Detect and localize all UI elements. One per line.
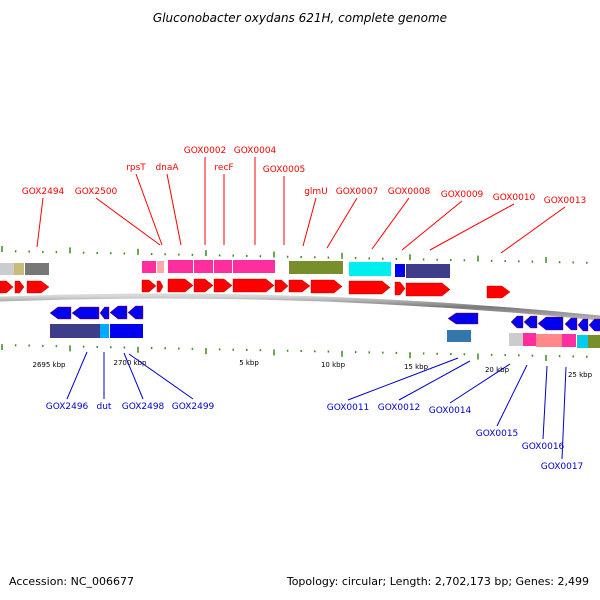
gene-label-reverse[interactable]: GOX2496 bbox=[46, 402, 89, 412]
feature-band-lower bbox=[50, 324, 600, 348]
gene-label-forward[interactable]: GOX0004 bbox=[234, 146, 277, 156]
forward-gene-arrow[interactable] bbox=[156, 280, 164, 293]
map-title: Gluconobacter oxydans 621H, complete gen… bbox=[153, 11, 447, 25]
leader-line bbox=[500, 206, 566, 254]
reverse-gene-arrow[interactable] bbox=[564, 317, 578, 331]
gene-label-forward[interactable]: glmU bbox=[304, 187, 328, 197]
gene-label-forward[interactable]: rpsT bbox=[126, 163, 146, 173]
forward-gene-arrow[interactable] bbox=[14, 280, 25, 294]
forward-gene-arrow[interactable] bbox=[348, 280, 391, 295]
kbp-label: 5 kbp bbox=[239, 359, 259, 367]
gene-label-reverse[interactable]: GOX0014 bbox=[429, 406, 472, 416]
forward-gene-arrow[interactable] bbox=[232, 278, 275, 293]
forward-gene-arrow[interactable] bbox=[274, 279, 289, 293]
gene-label-reverse[interactable]: GOX2498 bbox=[122, 402, 165, 412]
leader-line bbox=[371, 197, 410, 250]
gene-label-forward[interactable]: dnaA bbox=[155, 163, 179, 173]
gene-label-reverse[interactable]: GOX0012 bbox=[378, 403, 421, 413]
upper-gene-labels: GOX2494 GOX2500 rpsT dnaA GOX0002 recFGOX0004… bbox=[22, 146, 587, 254]
gene-label-reverse[interactable]: GOX2499 bbox=[172, 402, 215, 412]
reverse-gene-arrow[interactable] bbox=[537, 316, 564, 331]
forward-gene-arrow[interactable] bbox=[288, 279, 311, 293]
leader-line bbox=[398, 360, 471, 401]
forward-gene-arrow[interactable] bbox=[394, 281, 406, 296]
leader-line bbox=[326, 197, 358, 249]
gene-label-forward[interactable]: GOX0010 bbox=[493, 193, 536, 203]
gene-label-forward[interactable]: GOX0009 bbox=[441, 190, 484, 200]
leader-line bbox=[66, 351, 88, 400]
leader-line bbox=[36, 197, 44, 248]
reverse-gene-arrow[interactable] bbox=[49, 306, 72, 320]
genome-backbone bbox=[0, 293, 600, 321]
gene-label-forward[interactable]: GOX0007 bbox=[336, 187, 379, 197]
gene-label-forward[interactable]: GOX0013 bbox=[544, 196, 587, 206]
gene-label-reverse[interactable]: GOX0017 bbox=[541, 462, 584, 472]
leader-line bbox=[347, 357, 459, 401]
leader-line bbox=[561, 366, 567, 460]
reverse-gene-arrow[interactable] bbox=[577, 318, 589, 332]
leader-line bbox=[401, 200, 463, 251]
gene-label-forward[interactable]: GOX0002 bbox=[184, 146, 227, 156]
gene-label-reverse[interactable]: GOX0011 bbox=[327, 403, 370, 413]
reverse-gene-arrow[interactable] bbox=[510, 315, 524, 329]
leader-line bbox=[166, 173, 182, 246]
gene-label-reverse[interactable]: dut bbox=[97, 402, 112, 412]
kbp-label: 20 kbp bbox=[485, 366, 510, 374]
gene-label-reverse[interactable]: GOX0016 bbox=[522, 442, 565, 452]
forward-gene-arrow[interactable] bbox=[167, 278, 194, 293]
gene-label-forward[interactable]: recF bbox=[214, 163, 233, 173]
kbp-label: 2700 kbp bbox=[114, 359, 148, 367]
gene-label-forward[interactable]: GOX0008 bbox=[388, 187, 431, 197]
kbp-scale: 2695 kbp 2700 kbp 5 kbp 10 kbp 15 kbp 20 kbp 2… bbox=[33, 359, 593, 379]
feature-band-upper bbox=[0, 260, 450, 278]
leader-line bbox=[135, 173, 163, 246]
forward-gene-arrow[interactable] bbox=[141, 279, 157, 293]
tick-row-upper bbox=[1, 246, 588, 264]
forward-gene-arrow[interactable] bbox=[405, 282, 451, 297]
tick-row-lower bbox=[1, 344, 588, 361]
reverse-gene-arrow[interactable] bbox=[71, 306, 100, 320]
gene-label-forward[interactable]: GOX0005 bbox=[263, 165, 306, 175]
reverse-gene-arrow[interactable] bbox=[99, 306, 110, 320]
forward-gene-arrow[interactable] bbox=[26, 280, 50, 294]
gene-label-reverse[interactable]: GOX0015 bbox=[476, 429, 519, 439]
leader-line bbox=[496, 364, 528, 427]
gene-label-forward[interactable]: GOX2500 bbox=[75, 187, 118, 197]
forward-gene-arrow[interactable] bbox=[213, 278, 233, 293]
reverse-gene-arrow[interactable] bbox=[447, 312, 479, 325]
reverse-gene-arrow[interactable] bbox=[127, 305, 144, 320]
gene-label-forward[interactable]: GOX2494 bbox=[22, 187, 65, 197]
forward-gene-arrow[interactable] bbox=[310, 279, 343, 294]
leader-line bbox=[302, 197, 317, 247]
forward-gene-arrow[interactable] bbox=[0, 280, 14, 294]
forward-gene-arrow[interactable] bbox=[193, 278, 214, 293]
kbp-label: 10 kbp bbox=[321, 361, 346, 369]
reverse-strand-genes bbox=[49, 305, 600, 332]
accession-text: Accession: NC_006677 bbox=[9, 575, 135, 588]
leader-line bbox=[95, 197, 161, 246]
leader-line bbox=[128, 353, 194, 400]
forward-strand-genes bbox=[0, 278, 511, 299]
reverse-gene-arrow[interactable] bbox=[109, 305, 128, 320]
leader-line bbox=[123, 352, 144, 400]
reverse-gene-arrow[interactable] bbox=[523, 315, 538, 329]
kbp-label: 25 kbp bbox=[568, 371, 593, 379]
forward-gene-arrow[interactable] bbox=[486, 285, 511, 299]
leader-line bbox=[449, 363, 511, 404]
genome-summary-text: Topology: circular; Length: 2,702,173 bp… bbox=[286, 575, 589, 588]
kbp-label: 15 kbp bbox=[404, 363, 429, 371]
kbp-label: 2695 kbp bbox=[33, 361, 67, 369]
reverse-gene-arrow[interactable] bbox=[588, 318, 600, 332]
leader-line bbox=[542, 365, 548, 440]
leader-line bbox=[429, 203, 515, 251]
